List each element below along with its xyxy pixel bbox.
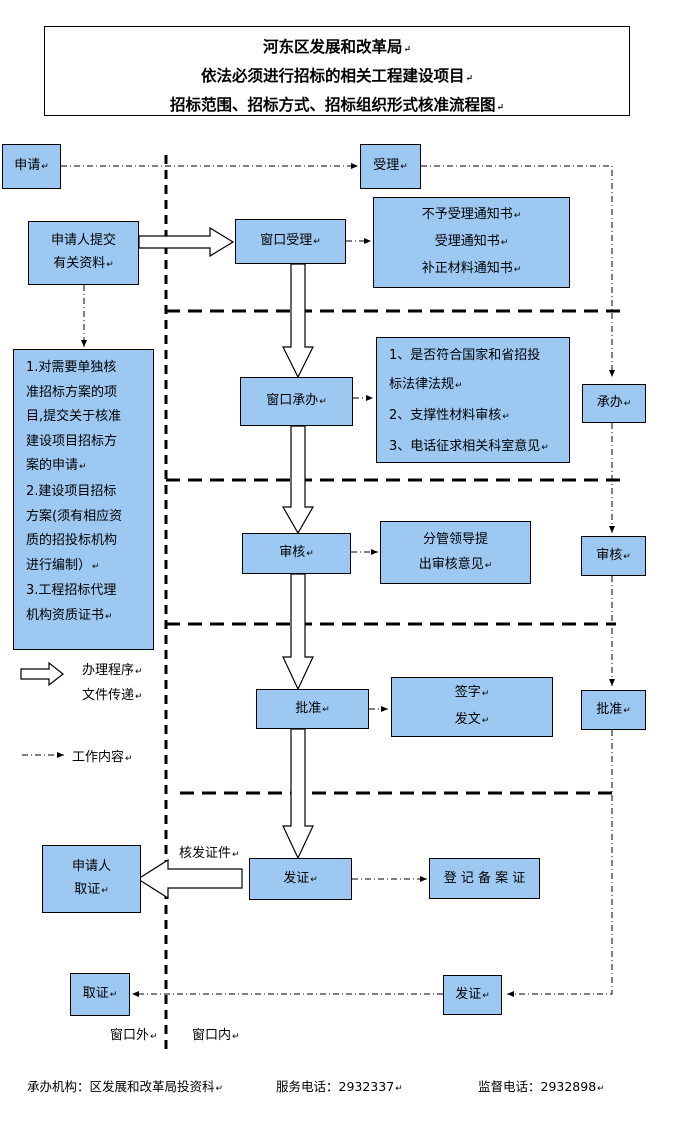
collect-cert-box: 取证 [70,973,130,1016]
right-review-box: 审核 [581,536,646,576]
approve-label: 批准 [295,697,330,722]
material-line: 案的申请 [26,454,147,480]
right-handle-box: 承办 [582,384,646,423]
approve-item: 发文 [455,707,490,734]
right-approve-label: 批准 [596,698,631,723]
issue-label: 发证 [283,867,318,892]
window-accept-label: 窗口受理 [260,229,321,254]
registration-cert-box: 登 记 备 案 证 [429,858,540,899]
right-accept-label: 受理 [373,154,408,179]
footer-service-phone: 服务电话：2932337 [276,1076,403,1095]
apply-box: 申请 [2,144,61,189]
notice-item: 补正材料通知书 [422,256,522,283]
legend-work-content: 工作内容 [72,746,133,765]
material-line: 质的招投标机构 [26,533,118,549]
right-review-label: 审核 [596,544,631,569]
title-line-2: 依法必须进行招标的相关工程建设项目 [45,63,629,92]
footer-supervise-phone: 监督电话：2932898 [478,1076,605,1095]
handle-item: 1、是否符合国家和省招投 [389,348,541,363]
zone-inside-label: 窗口内 [192,1024,240,1043]
title-line-3: 招标范围、招标方式、招标组织形式核准流程图 [45,92,629,121]
material-line: 机构资质证书 [26,604,147,630]
applicant-collect-line-1: 申请人 [71,859,111,874]
accept-notices-box: 不予受理通知书 受理通知书 补正材料通知书 [373,197,570,288]
registration-cert-label: 登 记 备 案 证 [443,871,526,886]
issue-box: 发证 [249,858,352,900]
applicant-collect-box: 申请人 取证 [42,845,141,913]
notice-item: 不予受理通知书 [422,202,522,229]
material-line: 1.对需要单独核 [26,360,117,375]
zone-outside-label: 窗口外 [110,1024,158,1043]
material-line: 3.工程招标代理 [26,583,117,599]
window-handle-box: 窗口承办 [240,377,353,426]
material-line: 准招标方案的项 [26,384,118,400]
review-item: 分管领导提 [422,531,488,547]
review-box: 审核 [242,533,351,574]
title-box: 河东区发展和改革局 依法必须进行招标的相关工程建设项目 招标范围、招标方式、招标… [44,26,630,116]
approve-items-box: 签字 发文 [391,677,553,737]
right-handle-label: 承办 [597,391,632,416]
legend-procedure: 办理程序 [82,659,143,678]
applicant-collect-line-2: 取证 [74,878,109,903]
material-line: 目,提交关于核准 [26,409,122,425]
legend-doc-transfer: 文件传递 [82,684,143,703]
approve-item: 签字 [455,680,490,707]
handle-item: 标法律法规 [389,370,563,401]
collect-cert-label: 取证 [83,982,118,1007]
right-approve-box: 批准 [581,690,646,730]
review-items-box: 分管领导提 出审核意见 [380,521,531,584]
material-line: 2.建设项目招标 [26,483,117,499]
right-issue-label: 发证 [455,983,490,1008]
review-label: 审核 [279,541,314,566]
footer-org: 承办机构：区发展和改革局投资科 [27,1076,223,1095]
window-accept-box: 窗口受理 [235,219,346,264]
submit-line-1: 申请人提交 [50,233,116,248]
required-materials-box: 1.对需要单独核 准招标方案的项 目,提交关于核准 建设项目招标方 案的申请 2… [13,349,154,650]
material-line: 进行编制） [26,554,147,580]
handle-item: 3、电话征求相关科室意见 [389,432,563,463]
right-issue-box: 发证 [443,975,502,1015]
approve-box: 批准 [256,689,369,729]
material-line: 方案(须有相应资 [26,508,123,524]
issue-arrow-label: 核发证件 [179,842,240,861]
handle-item: 2、支撑性材料审核 [389,401,563,432]
handle-items-box: 1、是否符合国家和省招投 标法律法规 2、支撑性材料审核 3、电话征求相关科室意… [376,337,570,463]
material-line: 建设项目招标方 [26,433,118,449]
notice-item: 受理通知书 [435,229,509,256]
right-accept-box: 受理 [360,144,421,189]
review-item: 出审核意见 [419,552,493,579]
submit-materials-box: 申请人提交 有关资料 [28,221,139,285]
title-line-1: 河东区发展和改革局 [45,34,629,63]
apply-label: 申请 [14,154,49,179]
submit-line-2: 有关资料 [53,252,114,277]
window-handle-label: 窗口承办 [266,389,327,414]
